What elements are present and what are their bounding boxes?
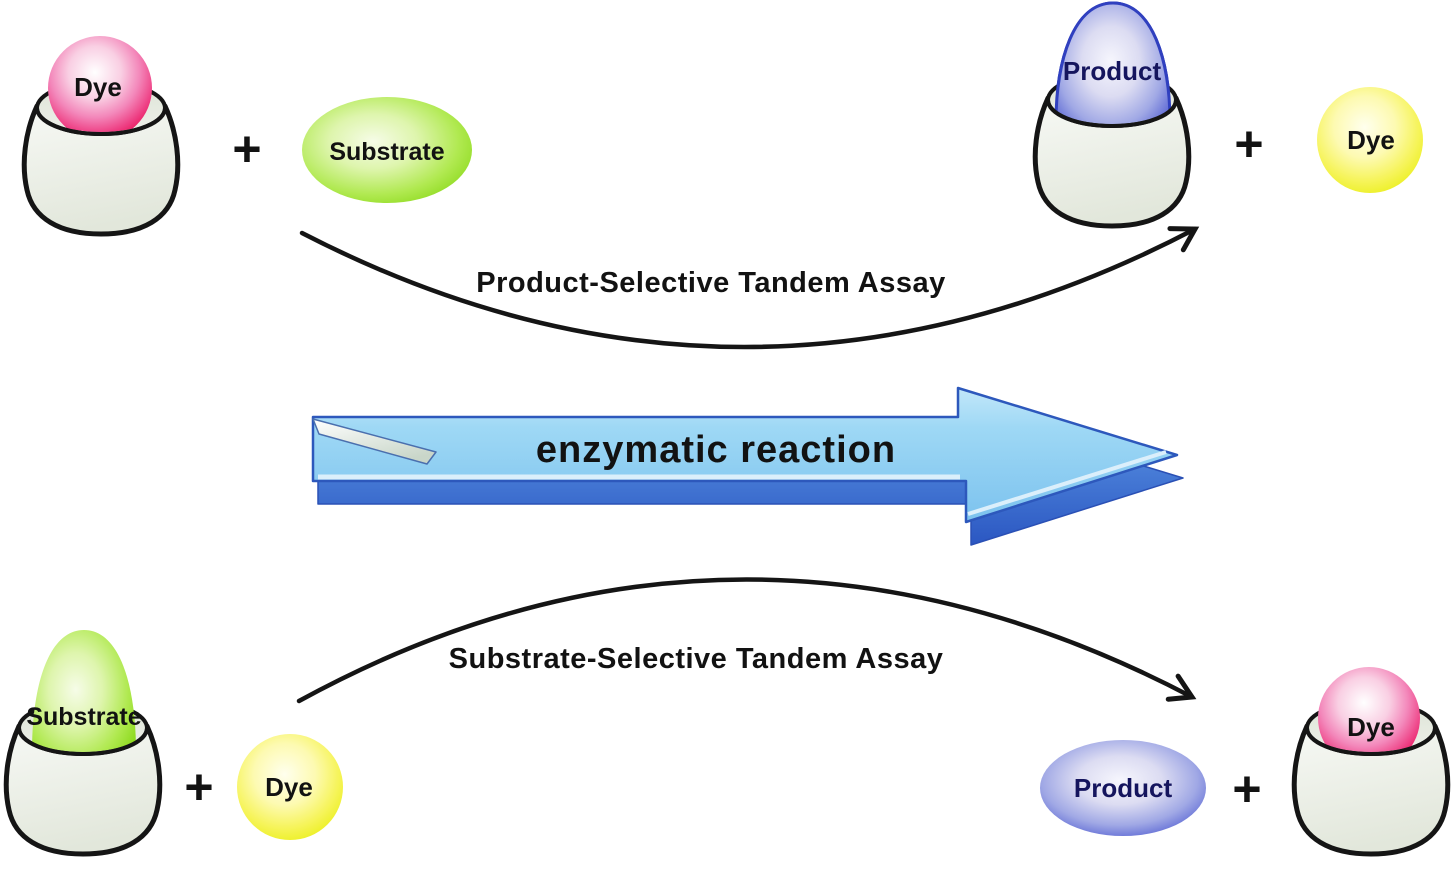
- product-egg-blue-top: [1054, 1, 1172, 124]
- substrate-egg-green: [32, 630, 136, 752]
- top-right-host-product-complex: [1032, 1, 1192, 229]
- top-left-plus: +: [232, 121, 261, 177]
- host-cup-body: [1291, 723, 1451, 857]
- enzymatic-reaction-arrow: enzymatic reaction: [311, 386, 1184, 546]
- top-right-plus: +: [1234, 116, 1263, 172]
- host-cup-body: [3, 723, 163, 857]
- bottom-left-dye-label: Dye: [265, 772, 313, 802]
- product-ellipse-blue: [1040, 740, 1206, 836]
- reaction-arrow-front-face: [311, 386, 1179, 524]
- reaction-arrow-tail-flap: [312, 418, 437, 465]
- bottom-right-host-dye-complex: [1291, 667, 1451, 857]
- product-assay-curved-arrow: [299, 226, 1200, 350]
- host-cup-body: [1032, 95, 1192, 229]
- host-cup-rim-front: [17, 727, 149, 756]
- host-cup-rim-front: [1046, 99, 1178, 128]
- top-left-dye-label: Dye: [74, 72, 122, 102]
- bottom-right-plus: +: [1232, 761, 1261, 817]
- product-assay-label: Product-Selective Tandem Assay: [476, 267, 946, 299]
- dye-sphere-yellow-bottom: [237, 734, 343, 840]
- dye-sphere-yellow: [1317, 87, 1423, 193]
- bottom-left-substrate-label: Substrate: [26, 703, 141, 731]
- top-left-host-dye-complex: [21, 36, 181, 237]
- host-cup-rim-front: [1305, 727, 1437, 756]
- bottom-left-host-substrate-complex: [3, 630, 163, 857]
- dye-sphere-pink: [48, 36, 152, 132]
- reaction-arrow-head-highlight: [967, 450, 1167, 516]
- substrate-ellipse: [302, 97, 472, 203]
- top-left-substrate-label: Substrate: [329, 138, 444, 166]
- host-cup-body: [21, 103, 181, 237]
- enzymatic-reaction-label: enzymatic reaction: [536, 429, 896, 471]
- top-right-product-label: Product: [1063, 56, 1162, 86]
- top-right-dye-label: Dye: [1347, 125, 1395, 155]
- host-cup-rim-front: [35, 107, 167, 136]
- bottom-right-product-label: Product: [1074, 773, 1173, 803]
- dye-sphere-pink-bottom: [1318, 667, 1420, 752]
- substrate-assay-label: Substrate-Selective Tandem Assay: [449, 643, 944, 675]
- bottom-left-plus: +: [184, 759, 213, 815]
- bottom-right-dye-label: Dye: [1347, 712, 1395, 742]
- substrate-assay-curved-arrow: [296, 577, 1197, 704]
